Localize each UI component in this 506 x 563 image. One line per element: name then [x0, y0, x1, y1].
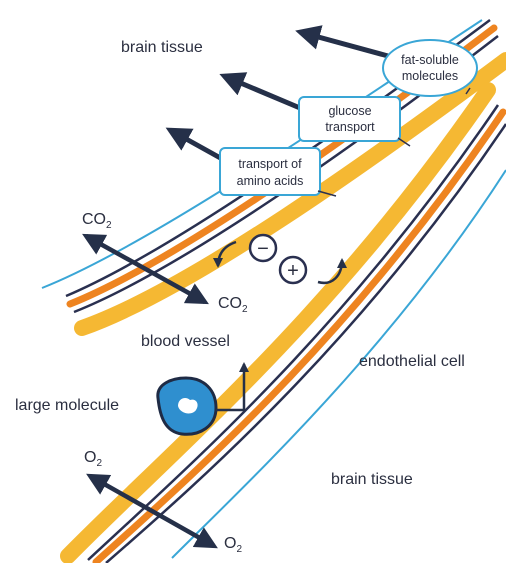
co2-diffusion: CO2 CO2 [82, 211, 248, 315]
minus-curved-arrow [213, 240, 237, 268]
minus-symbol: − [257, 238, 269, 260]
large-molecule-blocked-arrow [216, 362, 249, 412]
minus-circle [248, 233, 278, 263]
glucose-line2: transport [325, 120, 375, 134]
plus-circle [278, 255, 308, 285]
plus-curved-arrow [317, 258, 347, 285]
co2-arrow [82, 233, 209, 305]
co2-top-label: CO2 [82, 211, 112, 231]
fat-soluble-line2: molecules [402, 69, 458, 83]
brain-tissue-top-label: brain tissue [121, 39, 203, 56]
amino-acids-line1: transport of [238, 157, 302, 171]
fat-soluble-arrow [295, 25, 389, 59]
co2-bottom-label: CO2 [218, 295, 248, 315]
transport-arrows [165, 25, 389, 163]
glucose-arrow [219, 72, 301, 111]
glucose-line1: glucose [328, 104, 371, 118]
upper-wall-yellow-band [74, 52, 506, 336]
charge-symbols: − + [213, 233, 347, 285]
fat-soluble-line1: fat-soluble [401, 53, 459, 67]
brain-tissue-bottom-label: brain tissue [331, 471, 413, 488]
amino-acids-arrow [165, 127, 226, 163]
fat-soluble-callout: fat-soluble molecules [382, 39, 478, 97]
amino-acids-callout: transport of amino acids [219, 147, 337, 197]
blood-vessel-label: blood vessel [141, 333, 230, 350]
o2-bottom-label: O2 [224, 535, 242, 555]
o2-top-label: O2 [84, 449, 102, 469]
plus-symbol: + [287, 260, 299, 282]
o2-diffusion: O2 O2 [84, 449, 242, 555]
o2-arrow [86, 473, 218, 549]
large-molecule-graphic [156, 362, 249, 436]
endothelial-cell-label: endothelial cell [359, 353, 465, 370]
large-molecule-label: large molecule [15, 397, 119, 414]
glucose-callout: glucose transport [298, 96, 411, 147]
large-molecule-nucleus [178, 398, 198, 414]
amino-acids-line2: amino acids [237, 174, 304, 188]
